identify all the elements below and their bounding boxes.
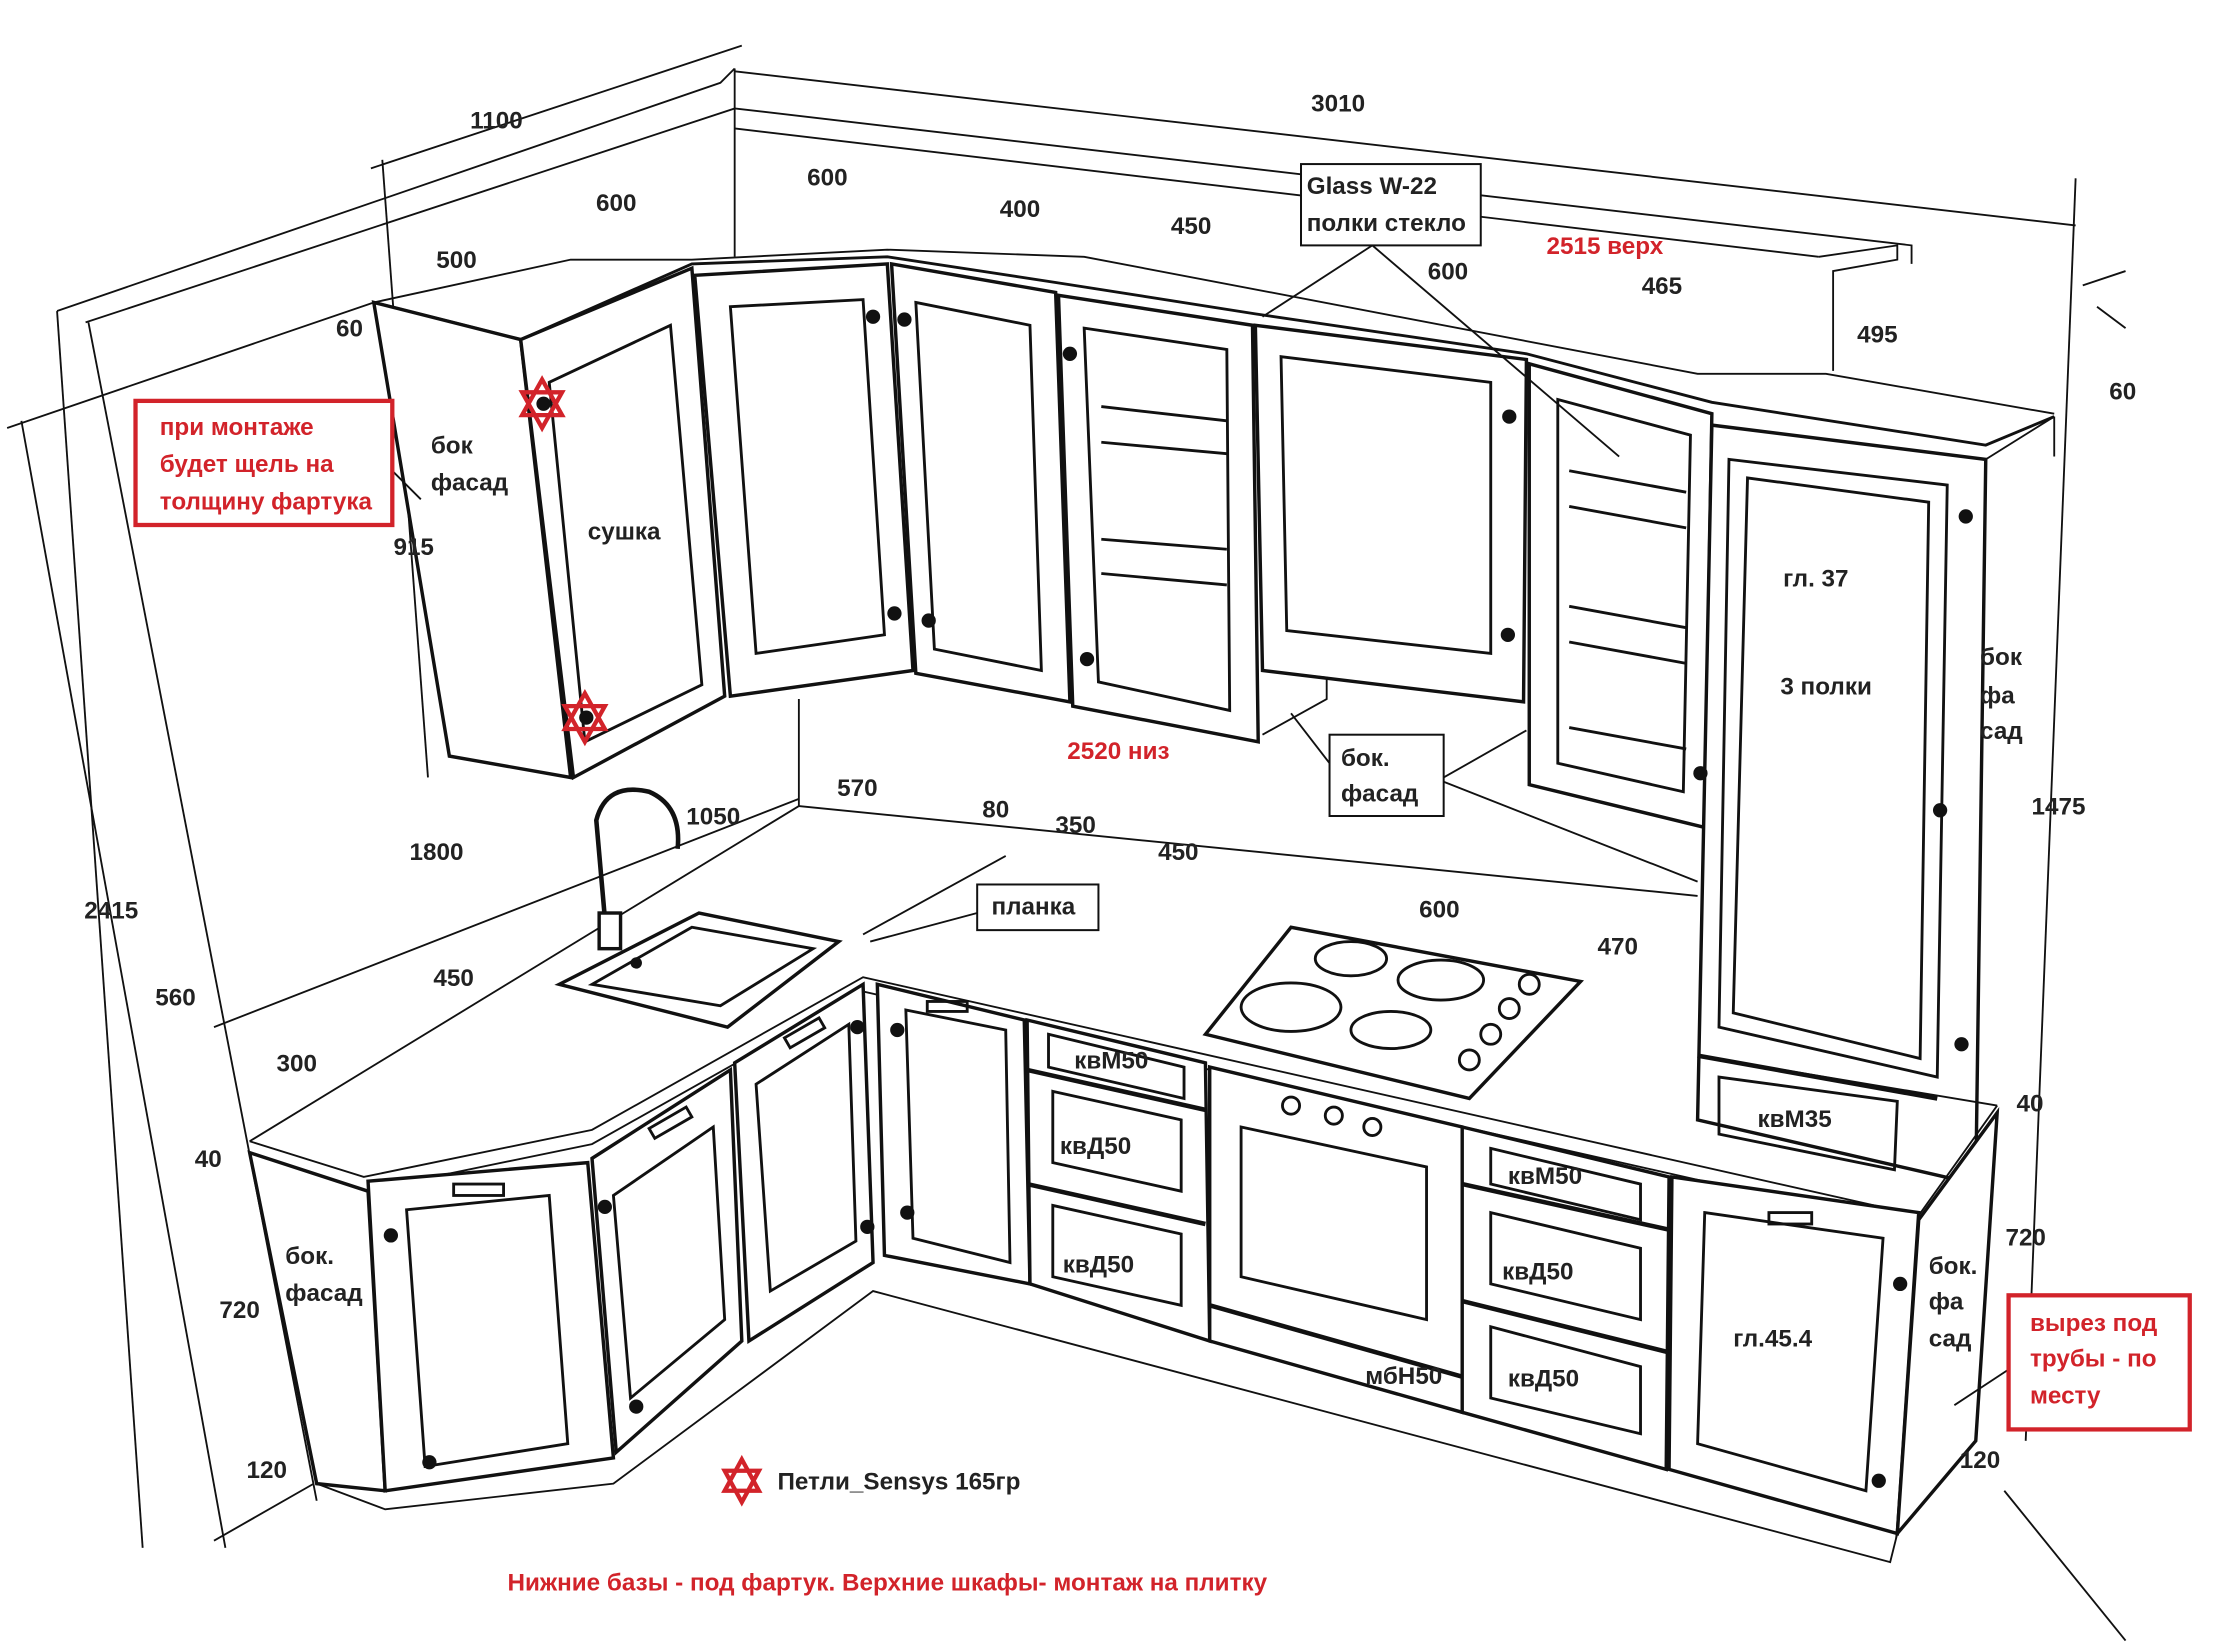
dim-label: 120 — [1960, 1447, 2000, 1474]
dim-label: 720 — [2005, 1224, 2045, 1251]
dim-label: 60 — [336, 316, 363, 343]
dim-label: 1475 — [2032, 794, 2086, 821]
cabinet-labels: бок фасад сушка гл. 37 3 полки бок фа са… — [285, 433, 2023, 1393]
note-text: месту — [2030, 1383, 2101, 1410]
note-text: трубы - по — [2030, 1346, 2157, 1373]
dim-label: 1800 — [410, 839, 464, 866]
dim-label: 40 — [195, 1146, 222, 1173]
cabinet-label: гл.45.4 — [1733, 1326, 1812, 1353]
cabinet-label: фасад — [431, 470, 508, 497]
tall-cabinet — [1695, 415, 2056, 1187]
dim-label: 600 — [1428, 259, 1468, 286]
dim-label: 495 — [1857, 321, 1897, 348]
dim-label: 600 — [1419, 896, 1459, 923]
drawer-label: квД50 — [1063, 1252, 1134, 1279]
dim-label: 1050 — [686, 804, 740, 831]
drawer-label: квД50 — [1060, 1133, 1131, 1160]
drawer-label: квД50 — [1502, 1259, 1573, 1286]
drawer-label: квМ35 — [1758, 1106, 1832, 1133]
dim-label: 570 — [837, 775, 877, 802]
callout-text: бок. — [1341, 745, 1390, 772]
dim-label: 450 — [433, 965, 473, 992]
dim-label: 40 — [2016, 1090, 2043, 1117]
footer-note: Нижние базы - под фартук. Верхние шкафы-… — [508, 1570, 1268, 1597]
dim-label: 600 — [596, 190, 636, 217]
cabinet-label: 3 полки — [1780, 674, 1872, 701]
drawer-label: квМ50 — [1074, 1048, 1148, 1075]
callout-text: планка — [991, 893, 1075, 920]
drawer-label: квД50 — [1508, 1366, 1579, 1393]
dimension-labels: 1100 3010 600 600 400 450 500 60 600 465… — [84, 90, 2136, 1484]
callout-text: фасад — [1341, 781, 1418, 808]
upper-cabinets — [371, 248, 2055, 830]
hob — [1202, 925, 1585, 1101]
cabinet-label: гл. 37 — [1783, 565, 1848, 592]
note-text: вырез под — [2030, 1310, 2157, 1337]
cabinet-label: фа — [1980, 682, 2015, 709]
cabinet-label: фасад — [285, 1280, 362, 1307]
dim-label: 915 — [393, 534, 433, 561]
dim-label: 470 — [1597, 933, 1637, 960]
legend-hinges-label: Петли_Sensys 165гр — [777, 1468, 1020, 1495]
dim-label: 560 — [155, 985, 195, 1012]
dim-label: 350 — [1055, 812, 1095, 839]
dim-label: 450 — [1171, 213, 1211, 240]
gap-note: при монтаже будет щель на толщину фартук… — [133, 398, 422, 528]
hinge-star-icon — [518, 375, 566, 433]
cabinet-label: бок — [1980, 644, 2023, 671]
glass-callout: Glass W-22 полки стекло — [1261, 163, 1620, 458]
glass-label: Glass W-22 — [1307, 173, 1437, 200]
dim-label: 1100 — [470, 107, 523, 134]
cabinet-label: бок. — [285, 1243, 334, 1270]
cabinet-label: сушка — [588, 518, 661, 545]
dim-label: 720 — [219, 1297, 259, 1324]
pipe-note: вырез под трубы - по месту — [1953, 1293, 2192, 1432]
dim-label: 3010 — [1311, 90, 1365, 117]
dim-label: 600 — [807, 164, 847, 191]
dim-label: 450 — [1158, 839, 1198, 866]
cabinet-label: сад — [1980, 718, 2023, 745]
drawer-label: квМ50 — [1508, 1163, 1582, 1190]
dim-label: 2415 — [84, 898, 138, 925]
note-text: при монтаже — [160, 414, 314, 441]
height-bottom-label: 2520 низ — [1067, 738, 1169, 765]
hinge-star-icon — [561, 688, 609, 747]
side-facade-callout: бок. фасад — [1290, 712, 1698, 883]
cabinet-label: бок — [431, 433, 474, 460]
sink — [554, 787, 843, 1029]
cabinet-label: сад — [1929, 1326, 1972, 1353]
walls — [56, 67, 2127, 1548]
dim-label: 465 — [1642, 273, 1682, 300]
note-text: толщину фартука — [160, 488, 373, 515]
plank-callout: планка — [869, 883, 1100, 943]
dim-label: 300 — [276, 1050, 316, 1077]
dim-label: 400 — [1000, 196, 1040, 223]
height-top-label: 2515 верх — [1546, 233, 1663, 260]
dim-label: 60 — [2109, 378, 2136, 405]
glass-shelves-label: полки стекло — [1307, 210, 1466, 237]
dim-label: 500 — [436, 247, 476, 274]
drawer-label: мбН50 — [1365, 1363, 1442, 1390]
lower-cabinets — [247, 981, 2000, 1564]
dim-label: 120 — [247, 1457, 287, 1484]
dim-label: 80 — [982, 796, 1009, 823]
legend-star-icon — [721, 1454, 763, 1507]
hinge-dots — [383, 309, 1973, 1488]
cabinet-label: фа — [1929, 1289, 1964, 1316]
cabinet-label: бок. — [1929, 1253, 1978, 1280]
note-text: будет щель на — [160, 451, 334, 478]
